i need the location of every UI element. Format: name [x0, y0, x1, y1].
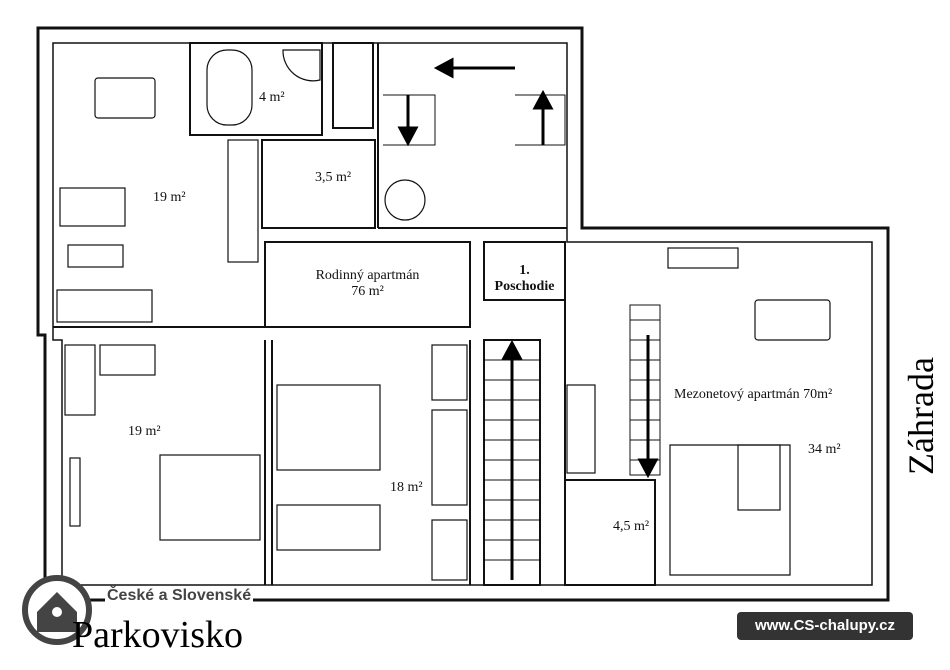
family-apartment-name: Rodinný apartmán — [315, 268, 420, 283]
room-area-bedroom-mid: 18 m² — [390, 480, 423, 495]
room-area-bedroom-left: 19 m² — [128, 424, 161, 439]
room-area-maisonette-living: 34 m² — [808, 442, 841, 457]
logo-text: České a Slovenské — [105, 587, 254, 605]
room-area-washroom: 3,5 m² — [315, 170, 352, 185]
family-apartment-label: Rodinný apartmán 76 m² — [280, 268, 455, 300]
website-badge[interactable]: www.CS-chalupy.cz — [737, 612, 913, 640]
floor-number: 1. — [519, 263, 530, 278]
maisonette-label: Mezonetový apartmán 70m² — [674, 387, 833, 402]
floor-label: 1. Poschodie — [484, 263, 565, 295]
parking-label: Parkovisko — [72, 614, 243, 656]
room-area-maisonette-bath: 4,5 m² — [613, 519, 650, 534]
room-area-living: 19 m² — [153, 190, 186, 205]
logo-pin-icon — [22, 575, 92, 645]
garden-label: Záhrada — [900, 357, 941, 475]
room-area-bathroom: 4 m² — [259, 90, 285, 105]
floor-name: Poschodie — [494, 279, 555, 294]
family-apartment-area: 76 m² — [351, 284, 384, 299]
stair-arrows — [397, 57, 659, 580]
furniture — [56, 49, 831, 581]
outer-walls — [36, 26, 890, 602]
